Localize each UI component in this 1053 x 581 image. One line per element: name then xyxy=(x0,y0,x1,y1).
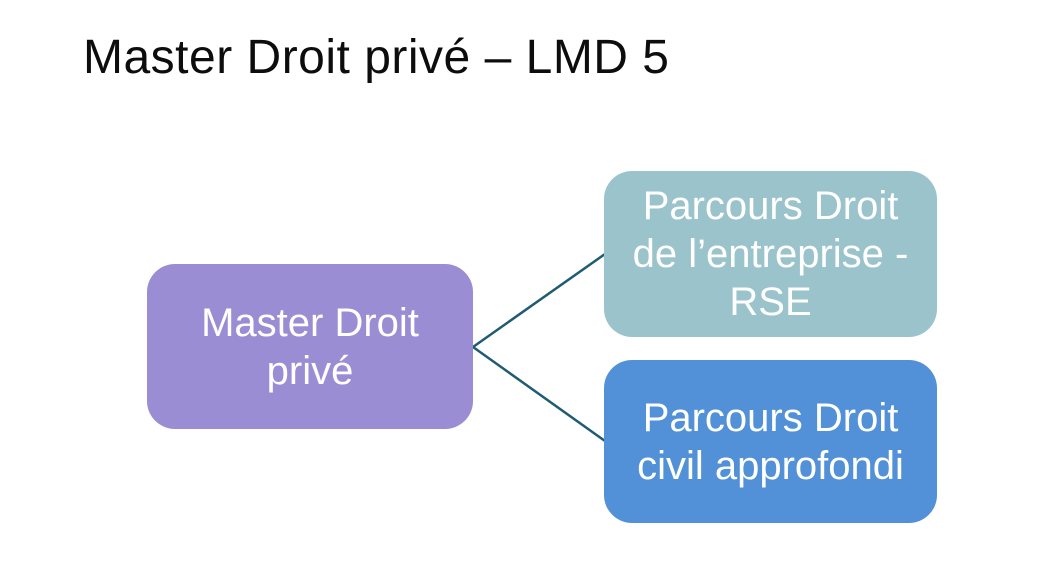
diagram-node-root-label: Master Droit privé xyxy=(201,300,419,393)
slide-title: Master Droit privé – LMD 5 xyxy=(83,31,670,84)
diagram-node-child-civil-approfondi-label: Parcours Droit civil approfondi xyxy=(637,395,904,488)
diagram-node-child-civil-approfondi: Parcours Droit civil approfondi xyxy=(604,360,937,523)
diagram-node-child-entreprise-rse: Parcours Droit de l’entreprise - RSE xyxy=(604,171,937,337)
connector-root-to-child-1 xyxy=(472,345,606,443)
diagram-node-root: Master Droit privé xyxy=(147,264,473,429)
connector-root-to-child-0 xyxy=(472,252,606,349)
diagram-node-child-entreprise-rse-label: Parcours Droit de l’entreprise - RSE xyxy=(632,184,909,324)
